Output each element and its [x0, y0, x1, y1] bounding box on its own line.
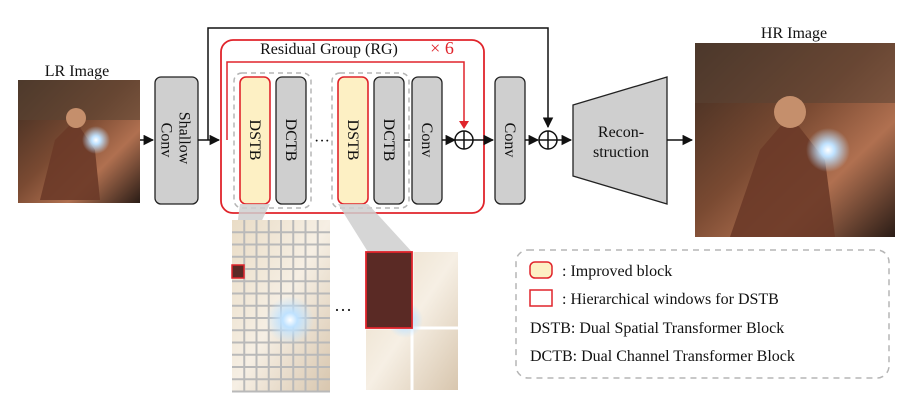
residual-group-repeat: × 6 — [430, 38, 454, 58]
hr-image-label: HR Image — [761, 25, 827, 42]
reconstruction-label-line2: struction — [593, 144, 649, 161]
window-light-glow — [266, 296, 314, 344]
fine-window-highlight — [231, 264, 245, 279]
blocks-ellipsis: ··· — [314, 133, 330, 150]
rg-conv-label: Conv — [418, 123, 435, 158]
shallow-conv-label-line2: Conv — [158, 123, 175, 158]
projection-funnel-2 — [338, 204, 412, 252]
dctb-label-1: DCTB — [282, 119, 299, 162]
dstb-dctb-pair-1 — [233, 72, 312, 209]
inner-skip-connection — [226, 61, 465, 140]
dstb-label-1: DSTB — [246, 120, 263, 161]
window-grid-fine — [231, 220, 330, 393]
dctb-label-2: DCTB — [380, 119, 397, 162]
global-skip-connection — [207, 27, 554, 140]
legend-dstb-definition: DSTB: Dual Spatial Transformer Block — [530, 320, 784, 337]
lr-image — [18, 80, 140, 203]
legend-improved-swatch — [529, 261, 553, 279]
window-grid-coarse — [365, 251, 458, 390]
shallow-conv-label-line1: Shallow — [176, 112, 193, 165]
reconstruction-block — [572, 76, 668, 205]
legend-hierarchical-swatch — [529, 289, 553, 307]
legend-improved-text: : Improved block — [562, 263, 672, 280]
post-rg-conv-label: Conv — [501, 123, 518, 158]
legend-hierarchical-text: : Hierarchical windows for DSTB — [562, 291, 779, 308]
coarse-window-highlight — [365, 251, 413, 329]
residual-group-label: Residual Group (RG) — [260, 41, 398, 58]
inner-sum-node — [454, 130, 474, 150]
inner-skip-arrowhead — [459, 121, 469, 129]
dctb-block-1 — [275, 76, 307, 205]
shallow-conv-label: Shallow Conv — [158, 112, 193, 168]
lr-image-label: LR Image — [45, 63, 109, 80]
hr-image — [695, 43, 895, 237]
reconstruction-label-line1: Recon- — [598, 124, 644, 141]
legend-box — [515, 249, 890, 379]
dstb-label-2: DSTB — [344, 120, 361, 161]
windows-ellipsis: ··· — [334, 300, 352, 320]
legend-dctb-definition: DCTB: Dual Channel Transformer Block — [530, 348, 795, 365]
global-sum-node — [538, 130, 558, 150]
